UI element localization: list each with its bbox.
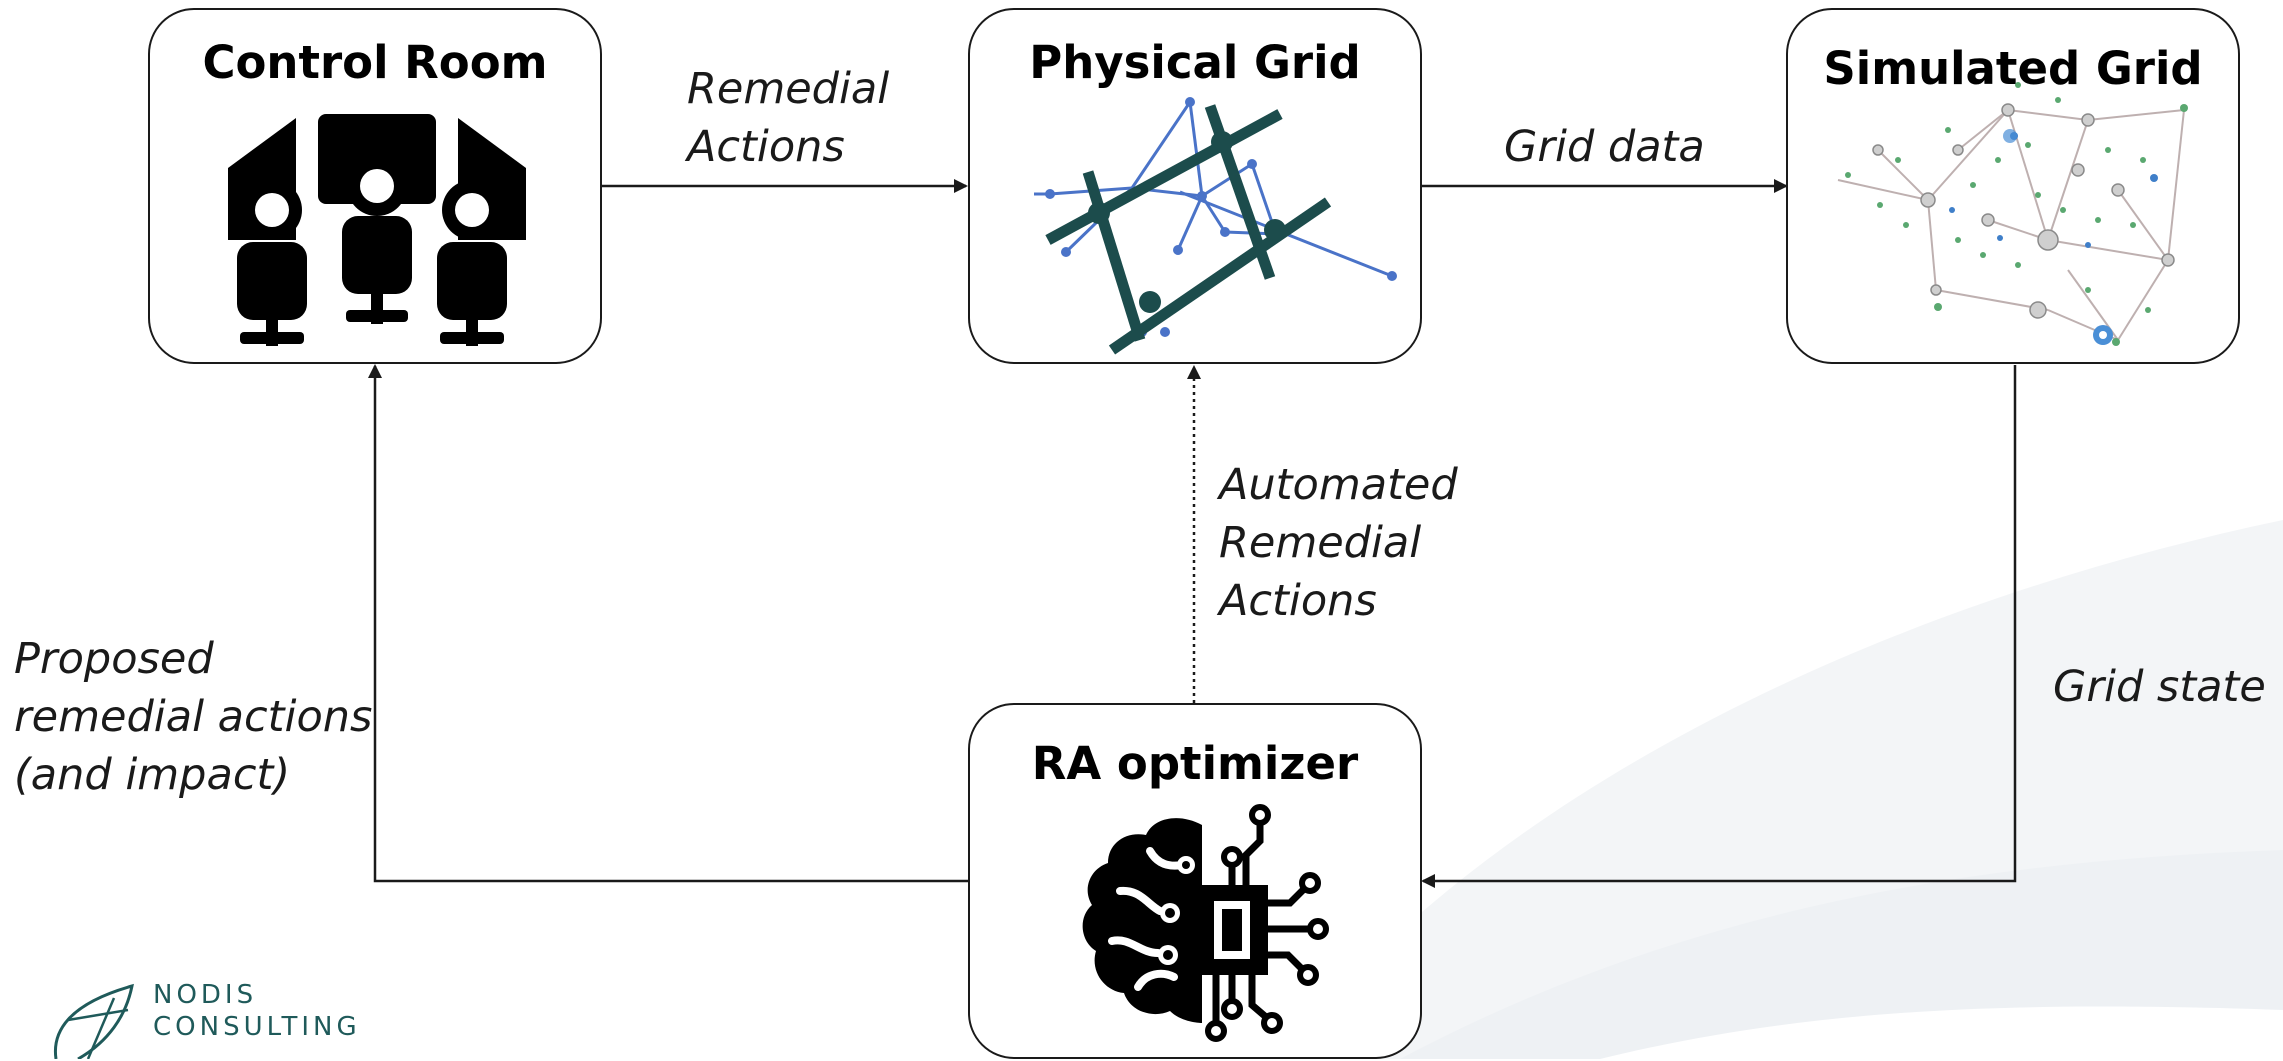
company-logo: NODIS CONSULTING [48, 980, 378, 1059]
label-line: Grid state [2053, 662, 2266, 712]
node-title: RA optimizer [1031, 737, 1359, 790]
background-swoosh [1600, 1006, 2283, 1059]
node-title: Control Room [202, 36, 548, 89]
ai-brain-chip-icon [1082, 804, 1329, 1042]
label-line: Actions [1219, 576, 1377, 626]
label-line: (and impact) [14, 750, 291, 800]
node-title: Physical Grid [1029, 36, 1361, 89]
label-grid-state: Grid state [2053, 658, 2266, 716]
arrow-optimizer-to-control [368, 364, 968, 883]
logo-line-2: CONSULTING [153, 1012, 361, 1042]
label-line: remedial actions [14, 692, 373, 742]
simulated-network-icon [1837, 82, 2188, 346]
grid-network-icon [1034, 97, 1397, 355]
label-line: Automated [1219, 460, 1458, 510]
label-line: Grid data [1504, 122, 1705, 172]
label-line: Actions [687, 122, 845, 172]
logo-line-1: NODIS [153, 980, 258, 1010]
label-proposed-remedial-actions: Proposed remedial actions (and impact) [14, 630, 372, 804]
arrow-simulated-to-optimizer [1421, 365, 2017, 888]
ra-optimizer-node: RA optimizer [968, 703, 1422, 1059]
operators-icon [228, 114, 526, 346]
nodis-leaf-logo-icon [53, 983, 134, 1059]
simulated-grid-node: Simulated Grid [1786, 8, 2240, 364]
label-grid-data: Grid data [1504, 118, 1705, 176]
node-title: Simulated Grid [1823, 42, 2203, 95]
label-remedial-actions: Remedial Actions [687, 60, 889, 176]
control-room-node: Control Room [148, 8, 602, 364]
label-line: Remedial [687, 64, 890, 114]
label-line: Proposed [14, 634, 214, 684]
label-automated-remedial-actions: Automated Remedial Actions [1219, 456, 1458, 630]
physical-grid-node: Physical Grid [968, 8, 1422, 364]
label-line: Remedial [1219, 518, 1422, 568]
